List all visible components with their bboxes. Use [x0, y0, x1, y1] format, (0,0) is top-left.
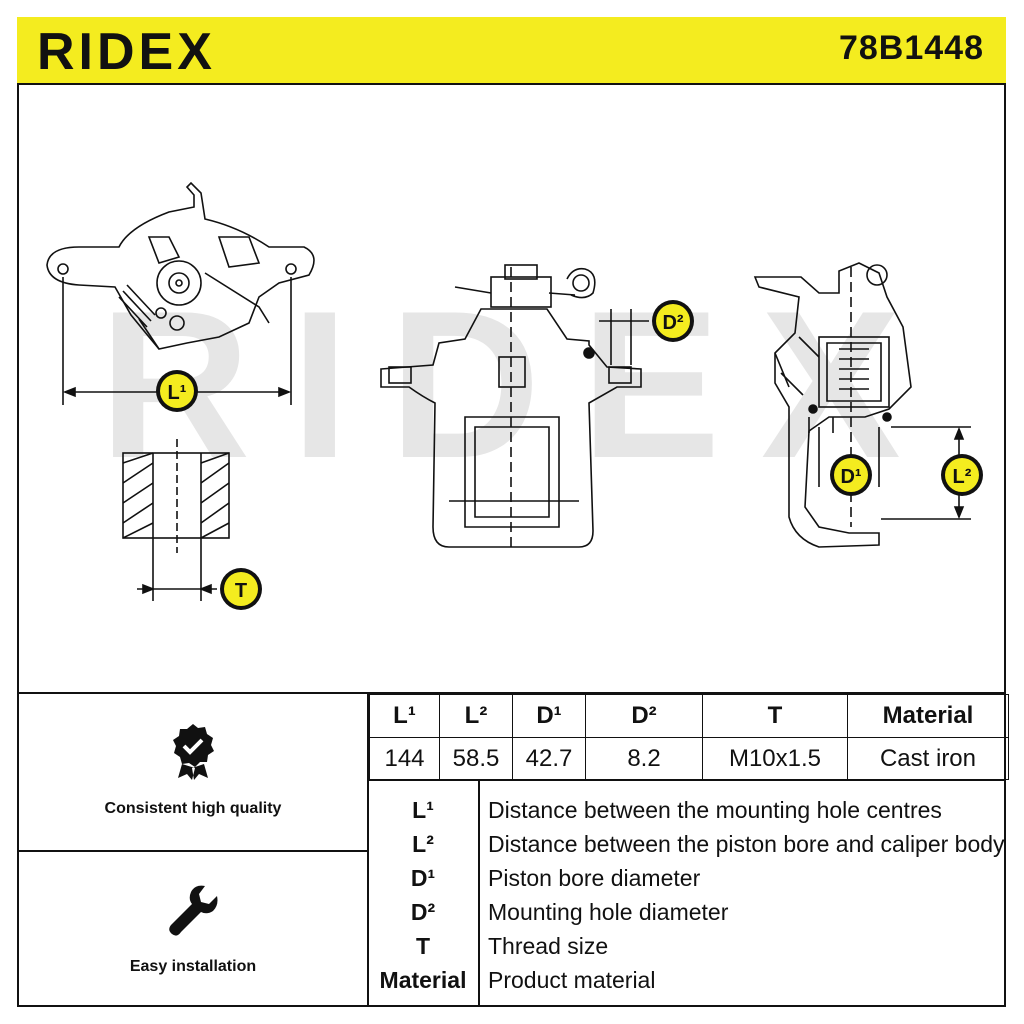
badge-l1: L¹: [156, 370, 198, 412]
legend-row-l1: L¹ Distance between the mounting hole ce…: [369, 793, 1006, 827]
legend-row-d2: D² Mounting hole diameter: [369, 895, 1006, 929]
feature-installation: Easy installation: [19, 852, 367, 1007]
feature-quality-label: Consistent high quality: [104, 800, 282, 817]
watermark: RIDEX: [99, 267, 941, 502]
legend-desc: Distance between the piston bore and cal…: [488, 831, 1005, 857]
spec-value-l1: 144: [369, 737, 440, 780]
quality-badge-icon: [173, 724, 214, 780]
caliper-side-view: [380, 264, 642, 549]
legend-row-d1: D¹ Piston bore diameter: [369, 861, 1006, 895]
legend-desc: Thread size: [488, 933, 609, 959]
legend-abbr: L¹: [412, 797, 434, 823]
panel-divider: [367, 692, 369, 1007]
svg-text:L¹: L¹: [168, 382, 187, 404]
spec-header-row: L¹ L² D¹ D² T Material: [369, 694, 1009, 738]
legend-desc: Mounting hole diameter: [488, 899, 729, 925]
spec-header-d2: D²: [585, 694, 703, 738]
thread-insert-view: [122, 439, 230, 601]
svg-text:RIDEX: RIDEX: [37, 25, 216, 77]
spec-value-row: 144 58.5 42.7 8.2 M10x1.5 Cast iron: [369, 737, 1009, 780]
legend-abbr: T: [415, 933, 431, 959]
legend-divider: [478, 779, 480, 1007]
legend-abbr: Material: [379, 967, 467, 993]
brand-logo: RIDEX: [37, 25, 216, 77]
badge-t: T: [220, 568, 262, 610]
legend-abbr: D²: [410, 899, 436, 925]
header-bar: RIDEX 78B1448: [17, 17, 1006, 85]
spec-table: L¹ L² D¹ D² T Material 144 58.5 42.7 8.2…: [369, 694, 1009, 780]
spec-header-l2: L²: [439, 694, 513, 738]
spec-value-l2: 58.5: [439, 737, 513, 780]
legend-desc: Piston bore diameter: [488, 865, 701, 891]
legend-abbr: L²: [412, 831, 434, 857]
spec-value-material: Cast iron: [847, 737, 1009, 780]
badge-d2: D²: [652, 300, 694, 342]
feature-divider: [17, 850, 367, 852]
svg-text:D²: D²: [662, 312, 683, 334]
d1-l2-dimensions: [818, 426, 971, 520]
wrench-icon: [169, 885, 218, 936]
spec-header-l1: L¹: [369, 694, 440, 738]
section-divider: [17, 692, 1006, 694]
legend-desc: Distance between the mounting hole centr…: [488, 797, 942, 823]
badge-d1: D¹: [830, 454, 872, 496]
badge-l2: L²: [941, 454, 983, 496]
legend-desc: Product material: [488, 967, 656, 993]
legend-row-t: T Thread size: [369, 929, 1006, 963]
feature-installation-label: Easy installation: [129, 958, 257, 975]
spec-value-d1: 42.7: [512, 737, 586, 780]
spec-header-material: Material: [847, 694, 1009, 738]
svg-text:T: T: [235, 580, 247, 602]
legend-row-l2: L² Distance between the piston bore and …: [369, 827, 1006, 861]
part-number: 78B1448: [838, 29, 984, 67]
svg-text:L²: L²: [953, 466, 972, 488]
caliper-front-view: [46, 181, 315, 350]
svg-text:D¹: D¹: [840, 466, 861, 488]
legend-abbr: D¹: [410, 865, 436, 891]
spec-header-t: T: [702, 694, 848, 738]
spec-value-d2: 8.2: [585, 737, 703, 780]
legend-row-material: Material Product material: [369, 963, 1006, 997]
technical-drawing: RIDEX: [46, 181, 983, 610]
legend: L¹ Distance between the mounting hole ce…: [369, 779, 1006, 1007]
d2-dimension: [599, 309, 649, 365]
spec-header-d1: D¹: [512, 694, 586, 738]
feature-quality: Consistent high quality: [19, 694, 367, 850]
spec-value-t: M10x1.5: [702, 737, 848, 780]
